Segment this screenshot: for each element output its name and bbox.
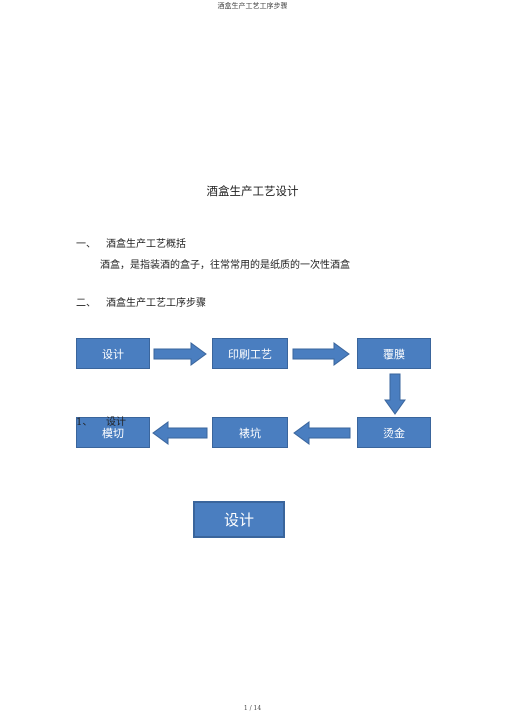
flow-step-design: 设计: [76, 338, 150, 369]
flow-step-hot-stamping: 烫金: [357, 417, 431, 448]
flow-step-laminating: 覆膜: [357, 338, 431, 369]
arrow-down-icon: [384, 373, 406, 415]
arrow-left-icon: [293, 421, 351, 445]
section-1-heading: 酒盒生产工艺概括: [106, 239, 186, 250]
section-2-number: 二、: [76, 298, 96, 309]
arrow-right-icon: [292, 342, 350, 366]
flow-step-die-cutting: 模切: [76, 417, 150, 448]
arrow-left-icon: [152, 421, 208, 445]
flow-step-printing: 印刷工艺: [212, 338, 288, 369]
section-1-number: 一、: [76, 239, 96, 250]
section-2-heading: 酒盒生产工艺工序步骤: [106, 298, 206, 309]
document-title: 酒盒生产工艺设计: [206, 184, 299, 198]
arrow-right-icon: [153, 342, 207, 366]
flow-step-mounting: 裱坑: [212, 417, 288, 448]
page-number: 1 / 14: [243, 705, 262, 712]
subsection-heading: 设计: [106, 417, 126, 428]
design-box: 设计: [193, 501, 285, 538]
section-1-body: 酒盒，是指装酒的盒子，往常常用的是纸质的一次性酒盒: [100, 260, 350, 271]
subsection-number: 1、: [76, 417, 93, 428]
page-header: 酒盒生产工艺工序步骤: [217, 2, 288, 10]
